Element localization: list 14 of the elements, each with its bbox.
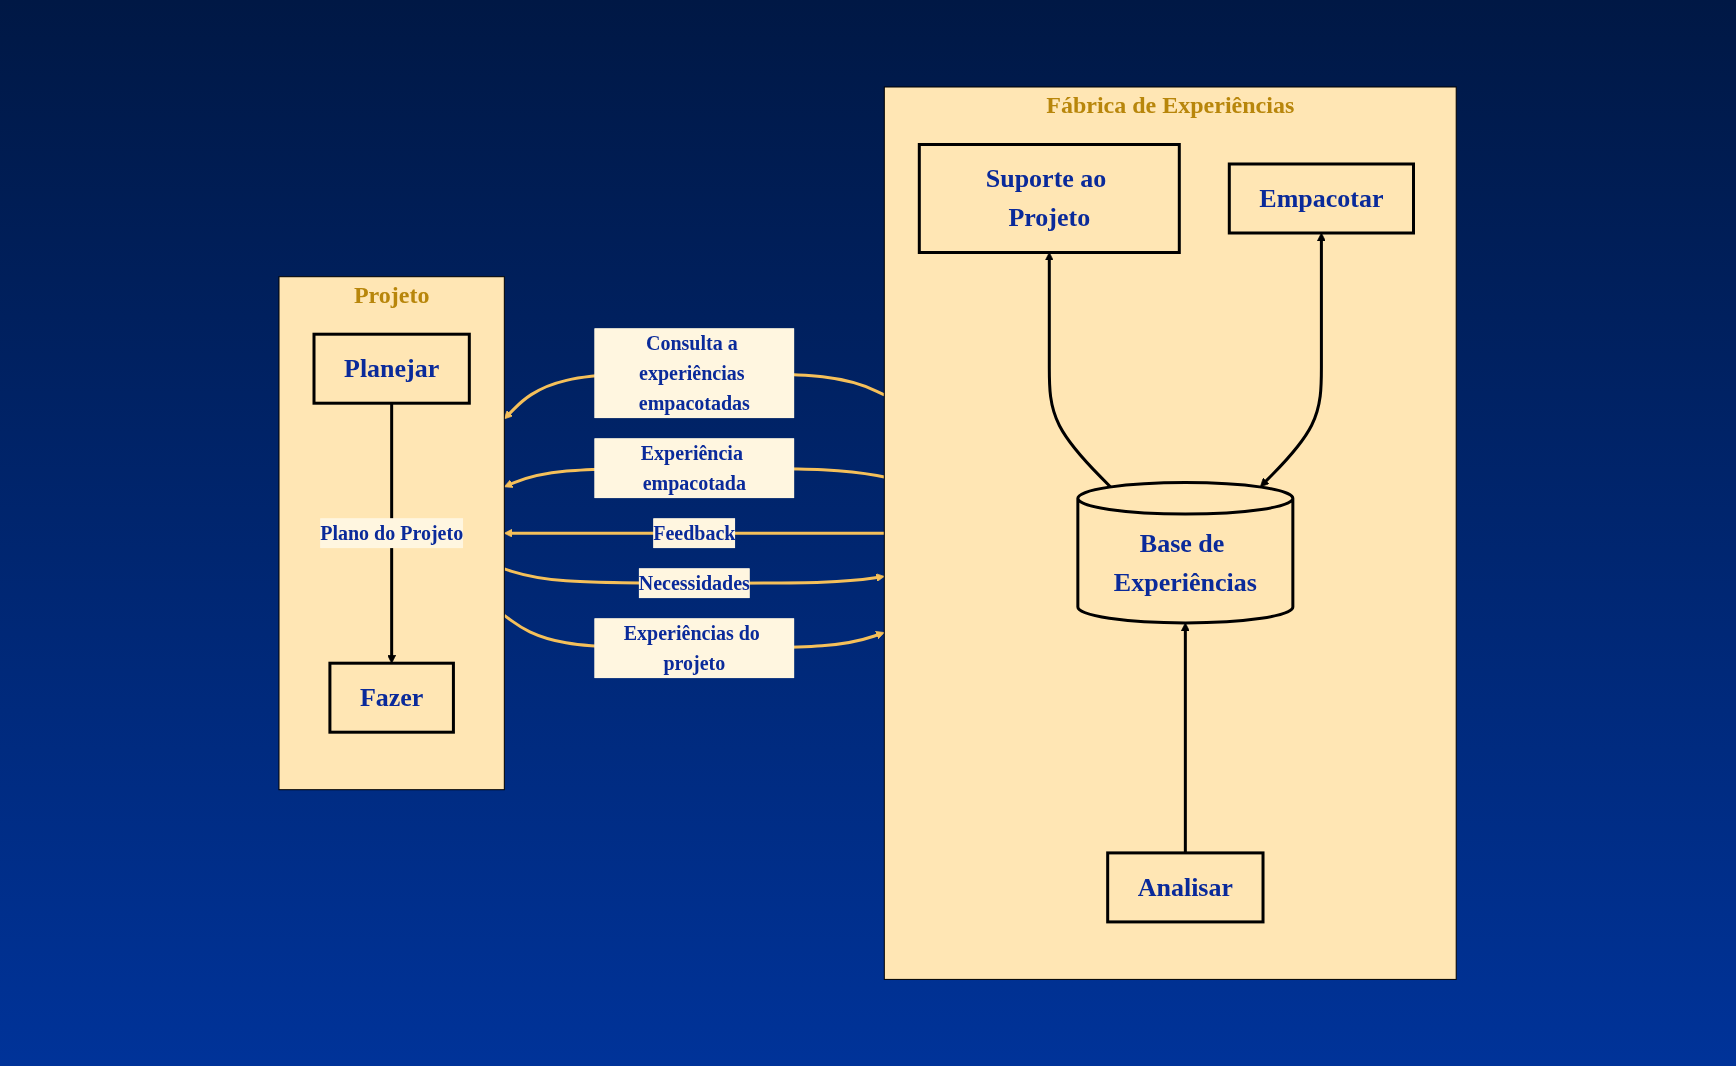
node-box: Planejar bbox=[312, 332, 472, 405]
edge-label: Plano do Projeto bbox=[320, 522, 464, 544]
arrow bbox=[387, 403, 397, 664]
arrow bbox=[1260, 232, 1327, 487]
node-box: Fazer bbox=[328, 661, 456, 734]
edge-label: Necessidades bbox=[639, 572, 751, 594]
edge-label: Feedback bbox=[653, 522, 736, 544]
node-box: Suporte ao Projeto bbox=[918, 142, 1182, 254]
arrow bbox=[1181, 622, 1191, 853]
node-box: Analisar bbox=[1106, 851, 1265, 924]
edge-label: Experiências do projeto bbox=[624, 622, 761, 674]
edge-label: Experiência empacotada bbox=[641, 442, 747, 494]
edge-label: Consulta a experiências empacotadas bbox=[639, 332, 751, 414]
node-box: Empacotar bbox=[1228, 162, 1416, 235]
